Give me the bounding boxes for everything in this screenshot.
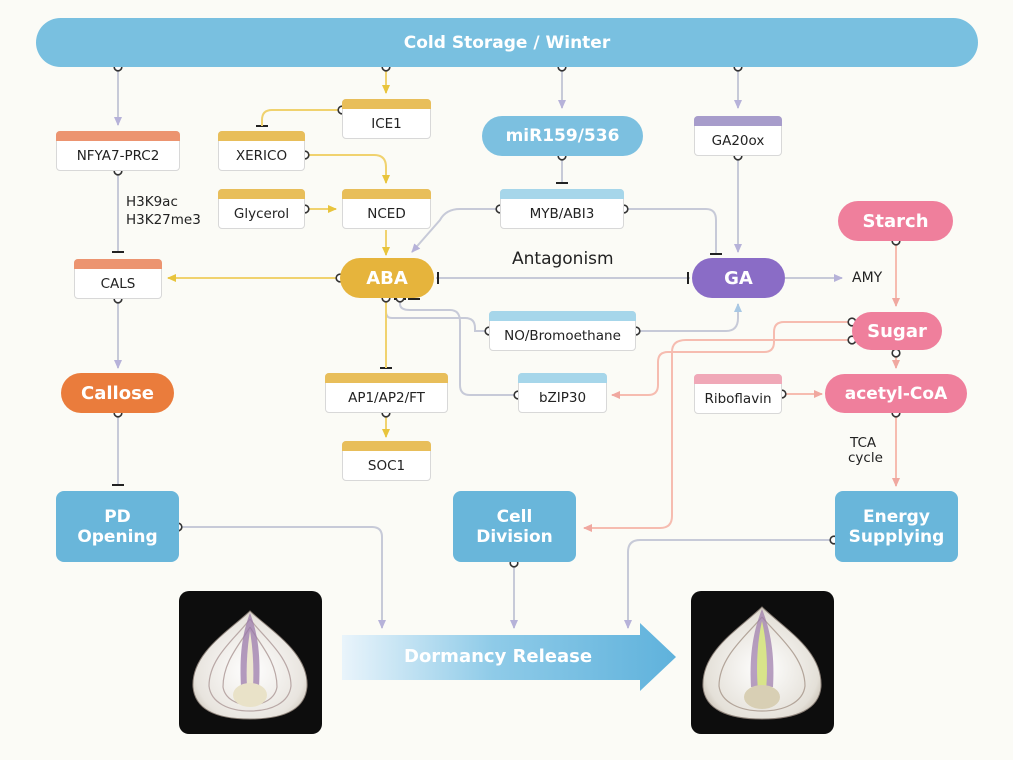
ga20ox-box: GA20ox bbox=[694, 116, 782, 156]
nfya7-prc2-box: NFYA7-PRC2 bbox=[56, 131, 180, 171]
mir-node: miR159/536 bbox=[482, 116, 643, 156]
riboflavin-box: Riboflavin bbox=[694, 374, 782, 414]
starch-node: Starch bbox=[838, 201, 953, 241]
histone-label-1: H3K9ac bbox=[126, 194, 178, 210]
acetyl-coa-node: acetyl-CoA bbox=[825, 374, 967, 413]
cold-storage-header: Cold Storage / Winter bbox=[36, 18, 978, 67]
dormant-bulb-photo bbox=[179, 591, 322, 734]
ice1-box: ICE1 bbox=[342, 99, 431, 139]
tca-label-2: cycle bbox=[848, 450, 883, 466]
myb-abi3-box: MYB/ABI3 bbox=[500, 189, 624, 229]
ap1-ap2-ft-box: AP1/AP2/FT bbox=[325, 373, 448, 413]
antagonism-label: Antagonism bbox=[512, 249, 614, 269]
soc1-box: SOC1 bbox=[342, 441, 431, 481]
no-bromoethane-box: NO/Bromoethane bbox=[489, 311, 636, 351]
tca-label-1: TCA bbox=[850, 435, 877, 451]
amy-label: AMY bbox=[852, 270, 883, 286]
nced-box: NCED bbox=[342, 189, 431, 229]
xerico-box: XERICO bbox=[218, 131, 305, 171]
released-bulb-photo bbox=[691, 591, 834, 734]
aba-node: ABA bbox=[340, 258, 434, 298]
ga-node: GA bbox=[692, 258, 785, 298]
bzip30-box: bZIP30 bbox=[518, 373, 607, 413]
glycerol-box: Glycerol bbox=[218, 189, 305, 229]
sugar-node: Sugar bbox=[852, 312, 942, 350]
dormancy-release-label: Dormancy Release bbox=[404, 646, 593, 667]
histone-label-2: H3K27me3 bbox=[126, 212, 201, 228]
callose-node: Callose bbox=[61, 373, 174, 413]
dormancy-arrow bbox=[342, 623, 676, 691]
cals-box: CALS bbox=[74, 259, 162, 299]
